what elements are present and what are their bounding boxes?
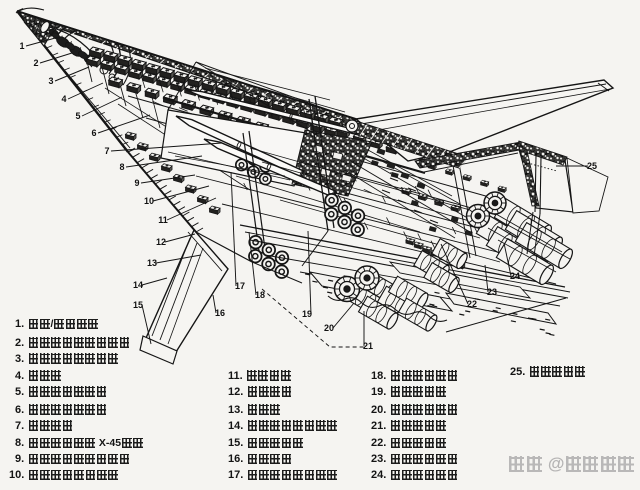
svg-text:8: 8 xyxy=(119,162,124,172)
svg-text:16: 16 xyxy=(215,308,225,318)
svg-text:3: 3 xyxy=(48,76,53,86)
svg-text:7: 7 xyxy=(104,146,109,156)
svg-text:25: 25 xyxy=(587,161,597,171)
svg-text:2: 2 xyxy=(33,58,38,68)
svg-text:17: 17 xyxy=(235,281,245,291)
svg-text:20: 20 xyxy=(324,323,334,333)
svg-text:22: 22 xyxy=(467,299,477,309)
svg-text:23: 23 xyxy=(487,287,497,297)
svg-text:13: 13 xyxy=(147,258,157,268)
svg-text:1: 1 xyxy=(19,41,24,51)
svg-text:4: 4 xyxy=(61,94,66,104)
svg-text:19: 19 xyxy=(302,309,312,319)
svg-text:5: 5 xyxy=(75,111,80,121)
svg-text:24: 24 xyxy=(510,271,520,281)
svg-text:15: 15 xyxy=(133,300,143,310)
svg-text:9: 9 xyxy=(134,178,139,188)
svg-text:12: 12 xyxy=(156,237,166,247)
svg-text:10: 10 xyxy=(144,196,154,206)
svg-text:18: 18 xyxy=(255,290,265,300)
svg-text:6: 6 xyxy=(91,128,96,138)
svg-text:11: 11 xyxy=(158,215,168,225)
svg-text:21: 21 xyxy=(363,341,373,351)
svg-text:14: 14 xyxy=(133,280,143,290)
